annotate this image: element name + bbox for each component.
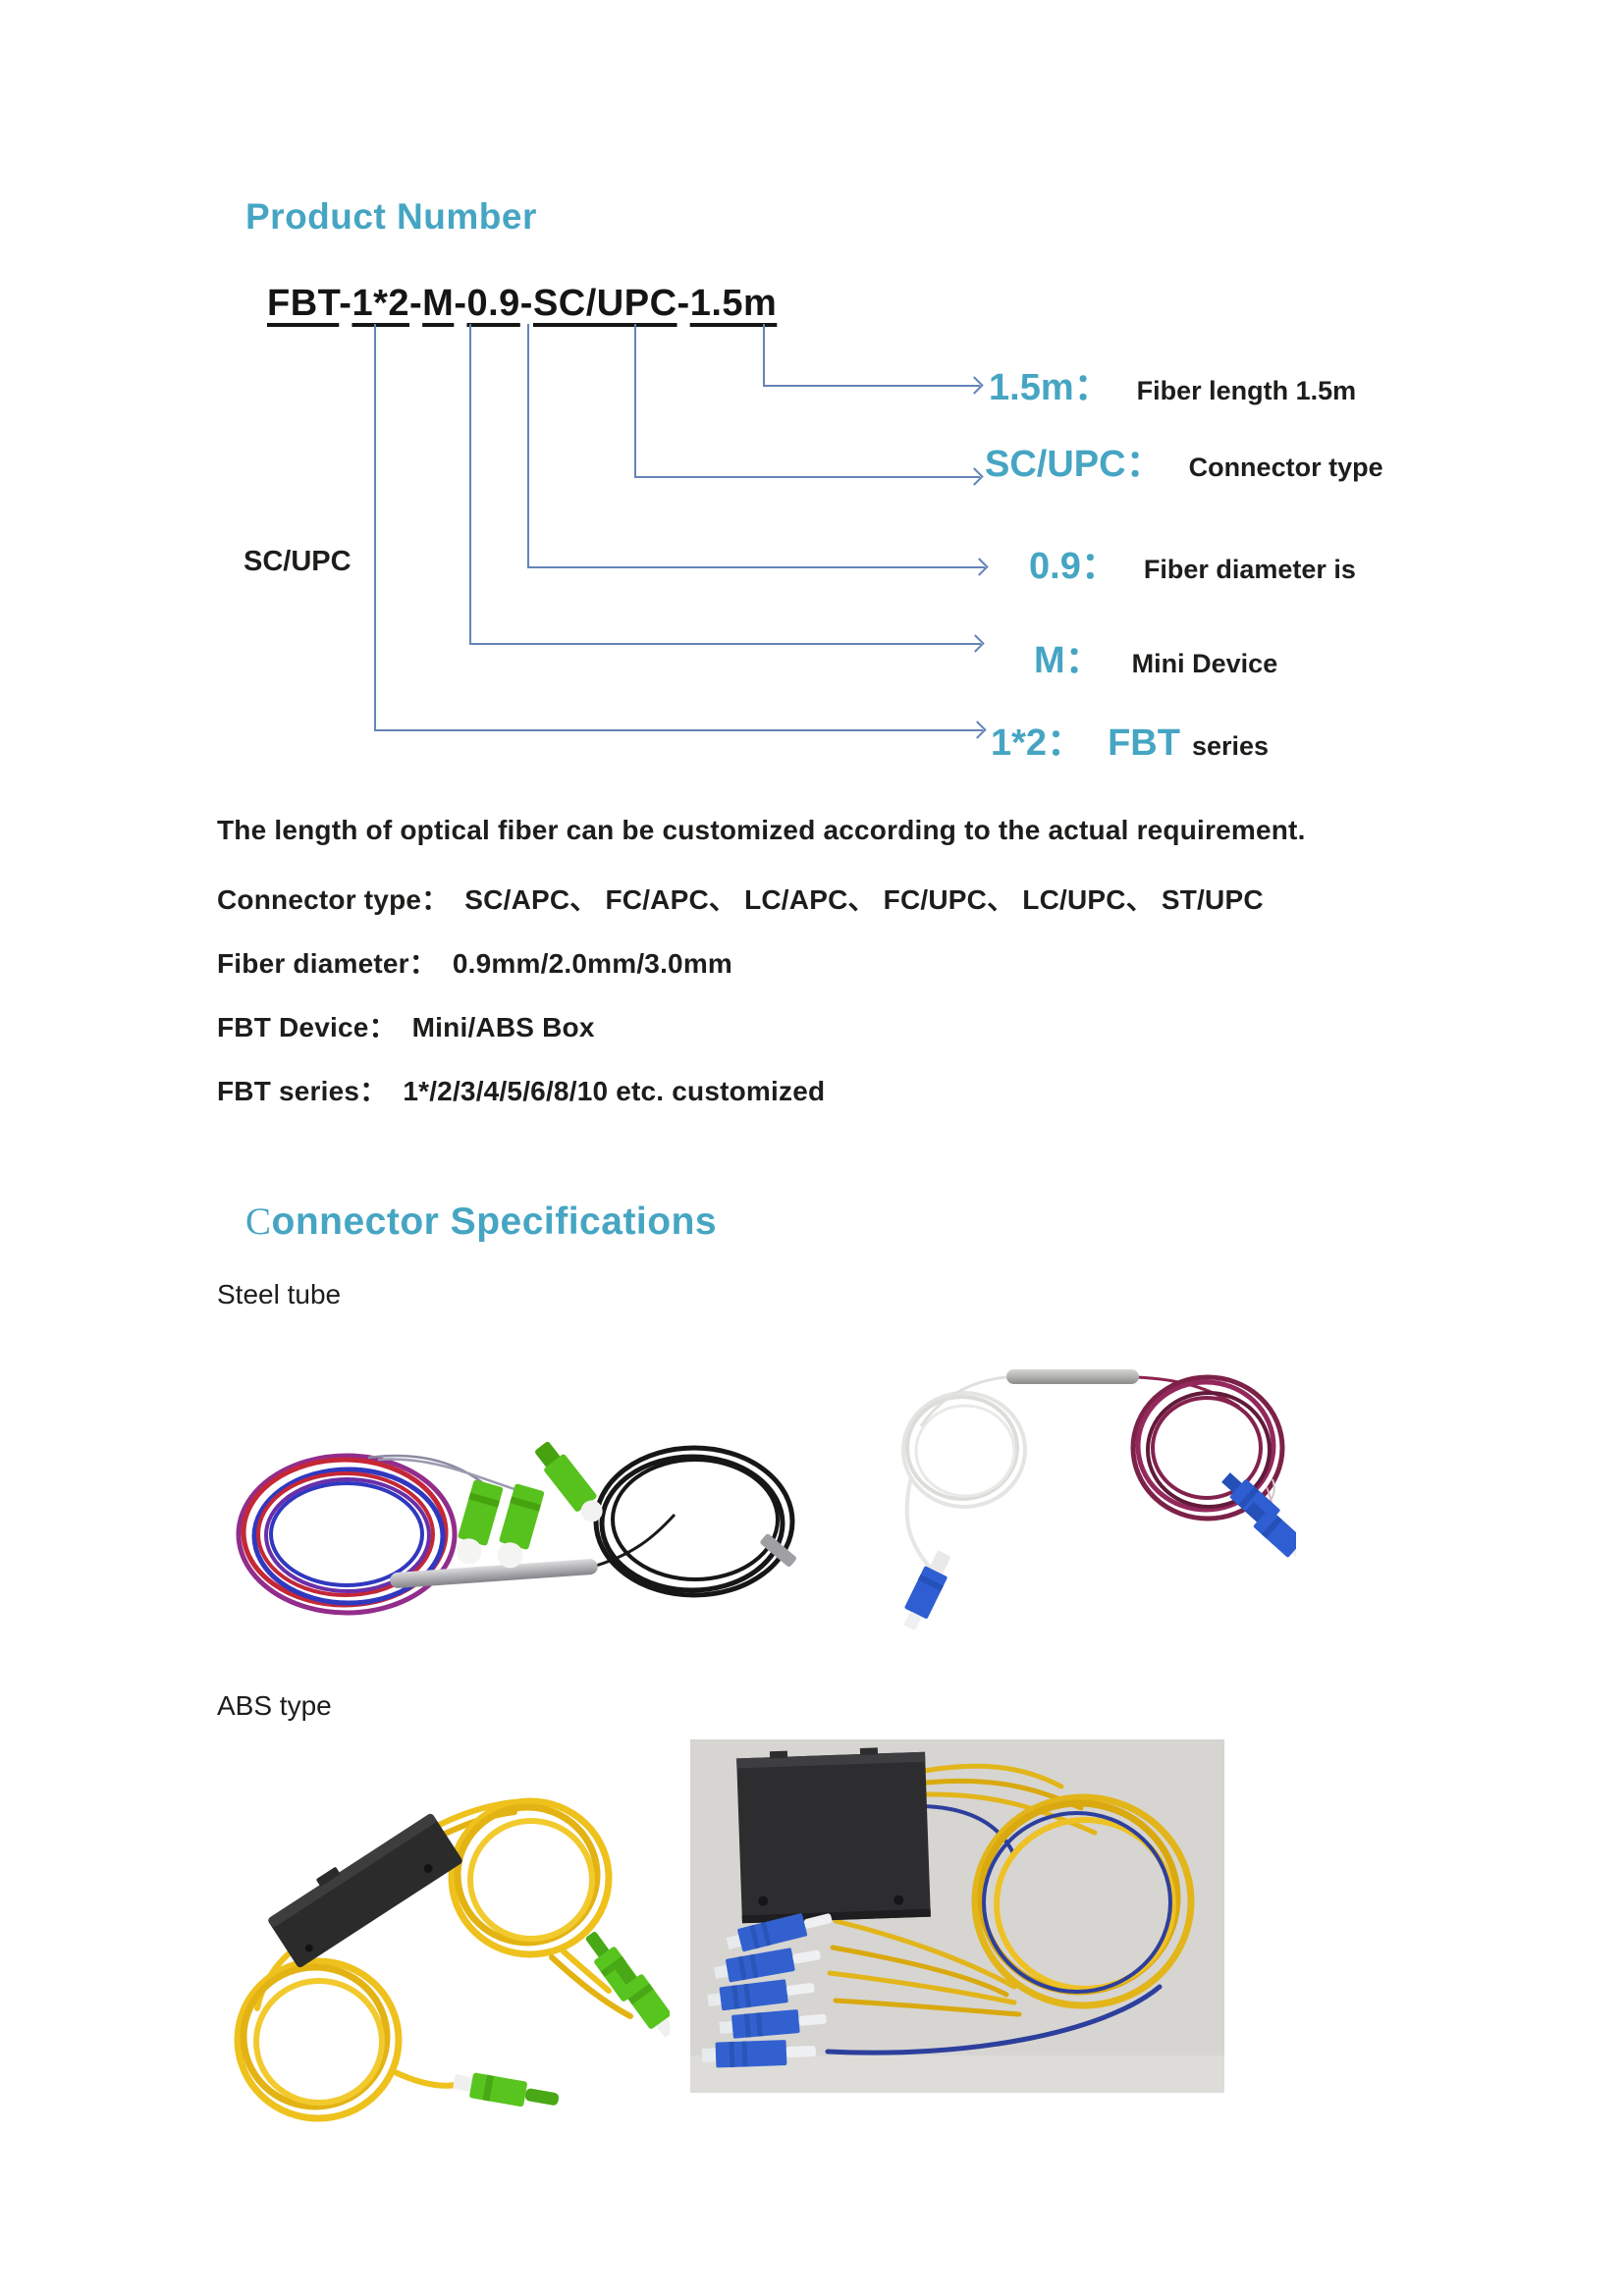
photo-steel-tube-splitter-blue — [901, 1369, 1296, 1630]
callout-desc: Fiber length 1.5m — [1136, 376, 1357, 405]
side-label-scupc: SC/UPC — [244, 546, 352, 577]
caption-steel-tube: Steel tube — [217, 1279, 342, 1309]
code-segment-fbt: FBT — [267, 283, 340, 324]
callout-desc: series — [1191, 731, 1270, 761]
product-number-heading: Product Number — [245, 196, 537, 237]
callout-line-15m — [763, 324, 765, 385]
callout-desc: Connector type — [1188, 453, 1383, 482]
connector-specifications-heading: Connector Specifications — [245, 1201, 718, 1243]
photo-abs-mini-splitter-yellow — [234, 1797, 670, 2122]
callout-arrow-15m — [763, 385, 980, 387]
callout-line-1x2 — [374, 324, 376, 729]
callout-key-2: FBT — [1108, 722, 1180, 764]
callout-arrow-1x2 — [374, 729, 983, 731]
callout-arrow-scupc — [634, 476, 980, 478]
callout-key: 0.9： — [1029, 546, 1118, 587]
callout-key: 1.5m： — [989, 367, 1111, 408]
callout-line-m — [469, 324, 471, 643]
callout-arrow-m — [469, 643, 981, 645]
code-separator: - — [409, 283, 423, 324]
caption-abs-type: ABS type — [217, 1690, 332, 1721]
code-segment-15m: 1.5m — [689, 283, 778, 324]
callout-line-scupc — [634, 324, 636, 476]
callout-desc: Mini Device — [1131, 649, 1278, 678]
callout-key: 1*2： — [991, 722, 1085, 764]
code-separator: - — [677, 283, 690, 324]
callout-arrow-09 — [527, 566, 985, 568]
callout-fiber-diameter: 0.9： Fiber diameter is — [1029, 546, 1356, 589]
product-code: FBT-1*2-M-0.9-SC/UPC-1.5m — [267, 283, 777, 325]
code-segment-09: 0.9 — [466, 283, 520, 324]
note-fbt-series: FBT series： 1*/2/3/4/5/6/8/10 etc. custo… — [217, 1076, 826, 1106]
code-segment-m: M — [422, 283, 455, 324]
callout-fbt-series: 1*2： FBT series — [991, 722, 1269, 766]
callout-line-09 — [527, 324, 529, 566]
callout-key: SC/UPC： — [985, 444, 1164, 485]
photo-abs-box-splitter-gray — [690, 1739, 1224, 2093]
code-segment-scupc: SC/UPC — [532, 283, 677, 324]
callout-connector-type: SC/UPC： Connector type — [985, 444, 1383, 487]
photo-steel-tube-splitter-green — [236, 1441, 796, 1616]
code-separator: - — [339, 283, 352, 324]
code-separator: - — [454, 283, 467, 324]
callout-key: M： — [1034, 640, 1103, 681]
callout-desc: Fiber diameter is — [1143, 555, 1356, 584]
callout-fiber-length: 1.5m： Fiber length 1.5m — [989, 367, 1356, 410]
code-separator: - — [519, 283, 533, 324]
code-segment-1x2: 1*2 — [352, 283, 409, 324]
callout-mini-device: M： Mini Device — [1034, 640, 1277, 683]
note-connector-type: Connector type： SC/APC、 FC/APC、 LC/APC、 … — [217, 884, 1264, 915]
note-fbt-device: FBT Device： Mini/ABS Box — [217, 1012, 595, 1042]
note-fiber-diameter: Fiber diameter： 0.9mm/2.0mm/3.0mm — [217, 948, 733, 979]
note-length-customized: The length of optical fiber can be custo… — [217, 815, 1306, 845]
